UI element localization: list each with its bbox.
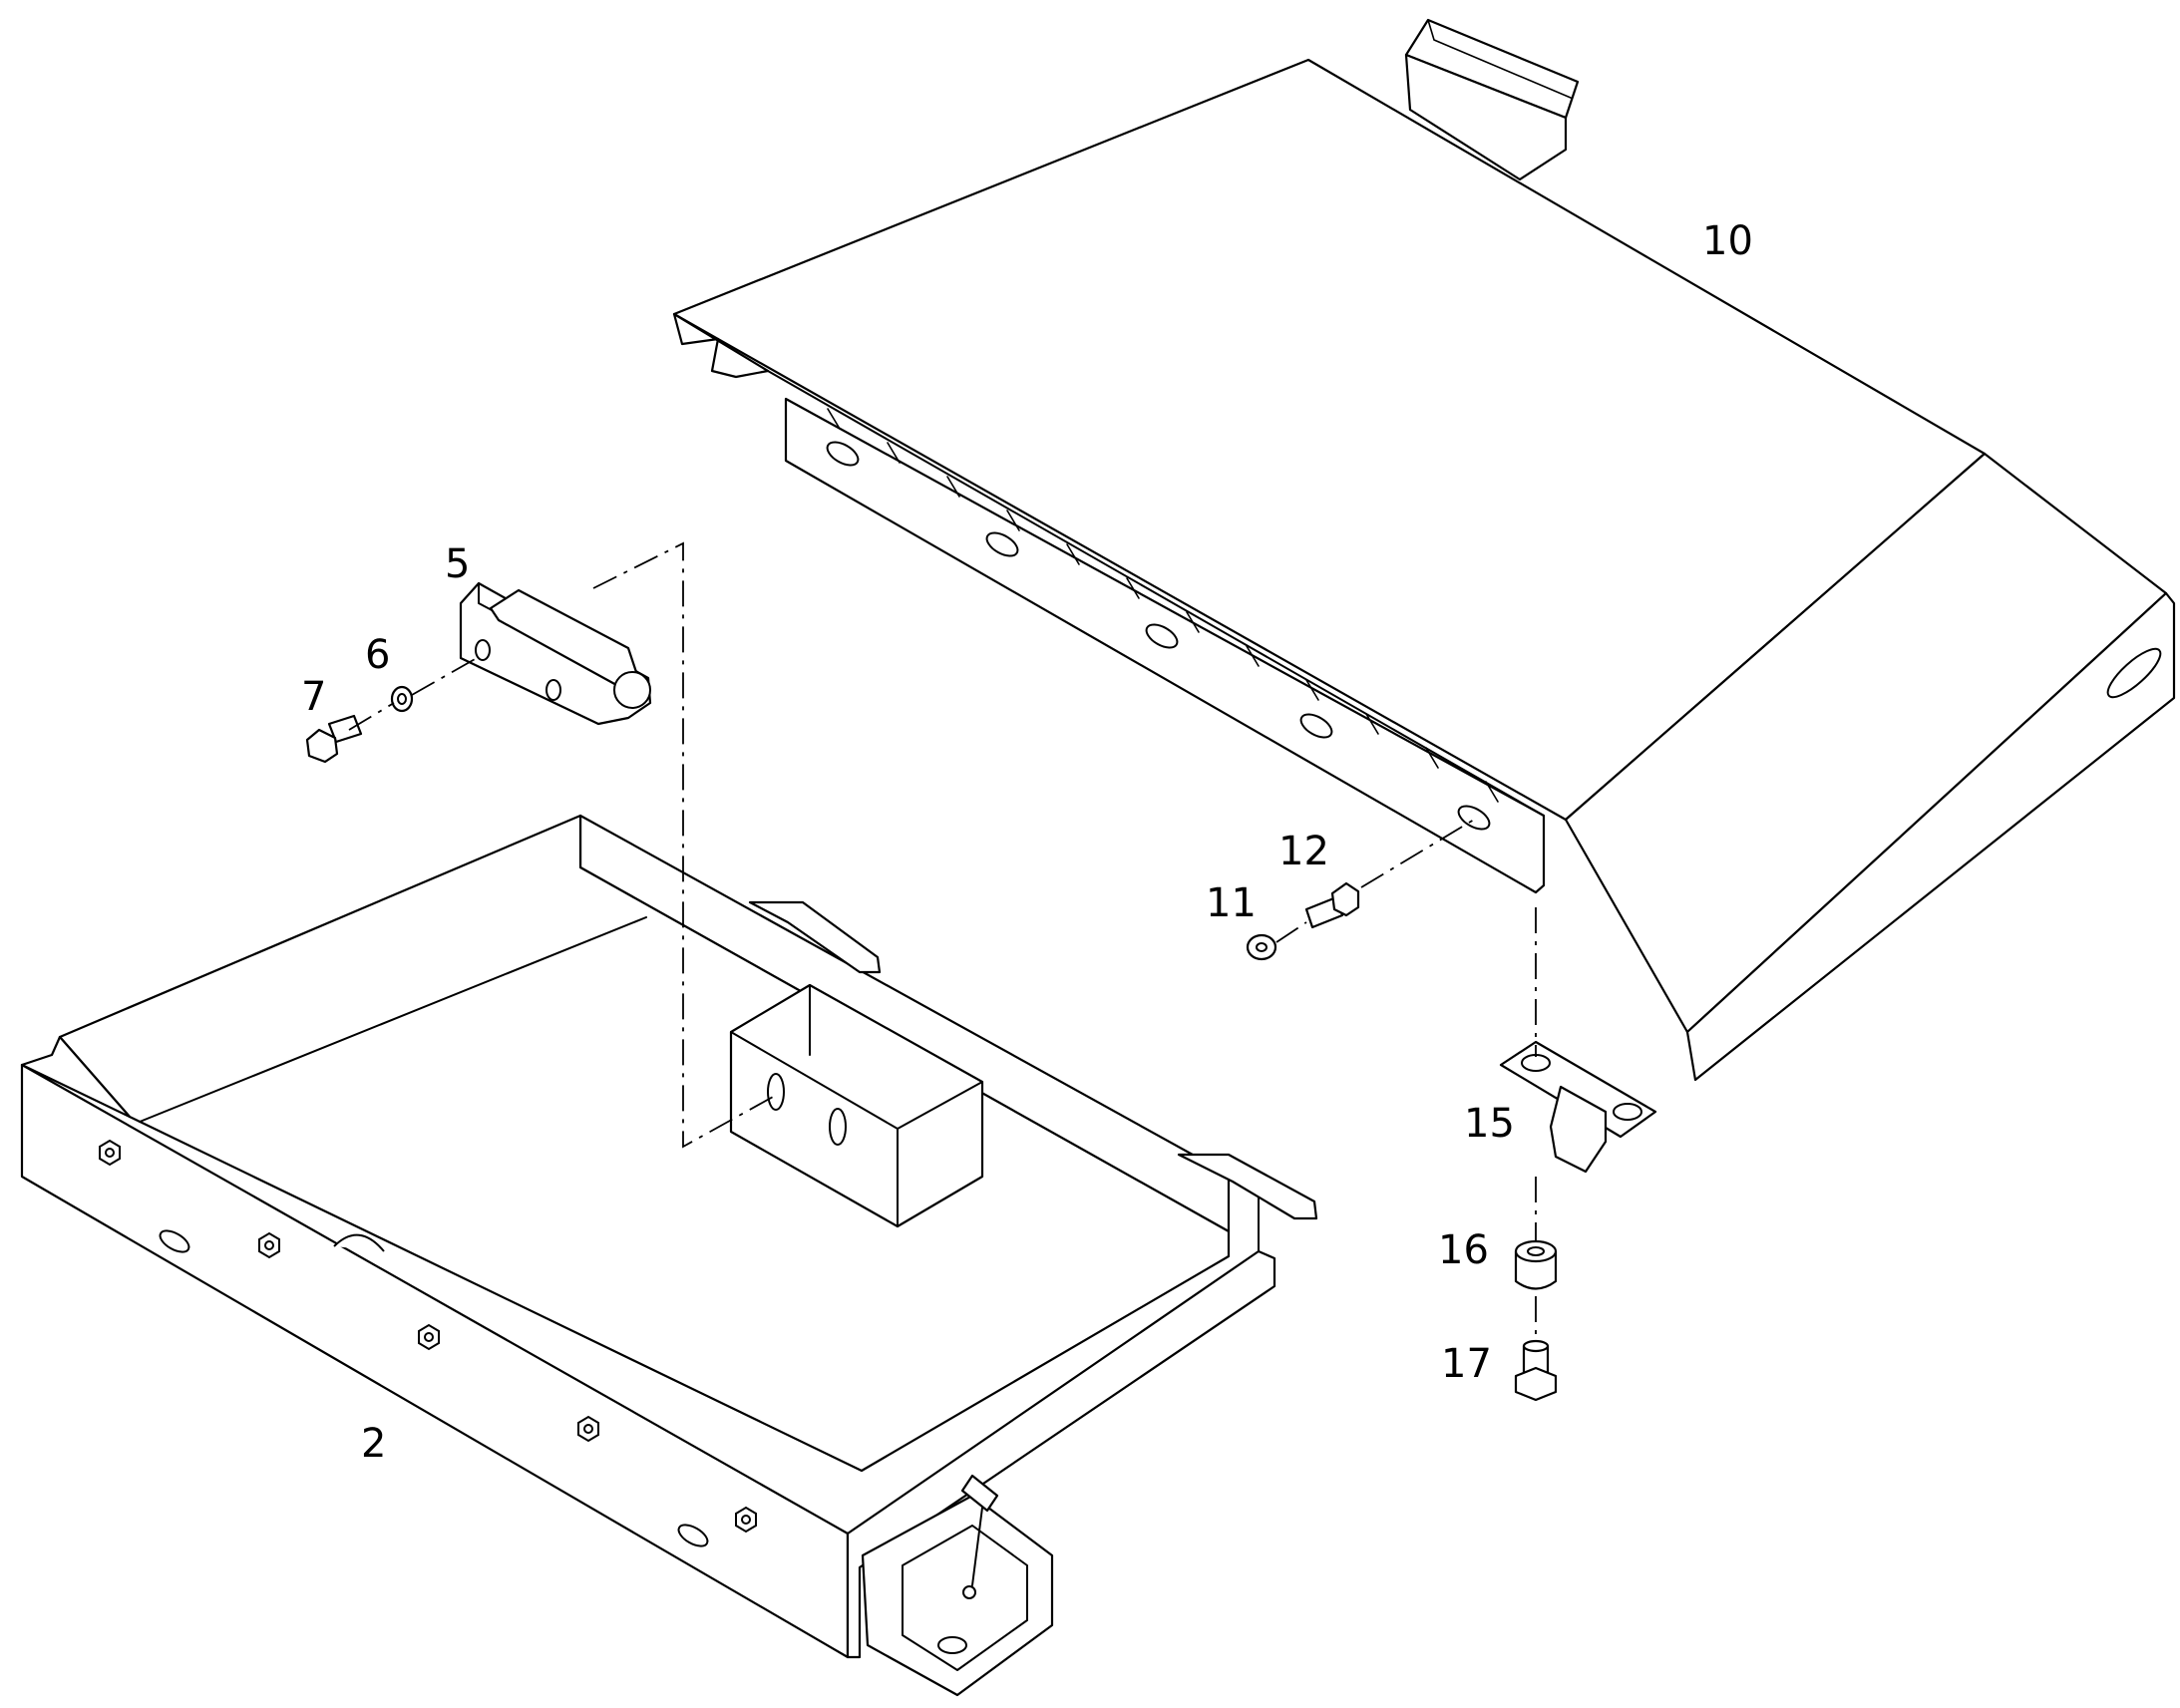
callout-6: 6 xyxy=(365,632,391,678)
callout-10: 10 xyxy=(1702,218,1753,264)
callout-15: 15 xyxy=(1464,1101,1515,1147)
washer-part-6 xyxy=(390,685,414,713)
callout-12: 12 xyxy=(1278,829,1329,874)
bolt-part-7 xyxy=(305,714,363,764)
callout-16: 16 xyxy=(1438,1227,1489,1273)
assembly-center-lines xyxy=(348,541,1537,1341)
callout-11: 11 xyxy=(1206,880,1257,926)
callout-2: 2 xyxy=(361,1421,387,1467)
tray-right-wall xyxy=(846,1249,1276,1659)
washer-part-11 xyxy=(1246,933,1277,961)
callout-5: 5 xyxy=(445,541,471,587)
callout-17: 17 xyxy=(1441,1341,1492,1387)
cover-side-flange xyxy=(1685,591,2176,1082)
clip-part-15 xyxy=(1499,1040,1657,1174)
bracket-part-5 xyxy=(459,581,652,726)
tray-part-2 xyxy=(20,814,1318,1697)
cover-part-10 xyxy=(672,18,2176,1082)
tray-floor xyxy=(58,814,1231,1473)
bolt-part-12 xyxy=(1304,881,1360,929)
spacer-part-16 xyxy=(1514,1239,1558,1290)
cover-handle-front xyxy=(1404,53,1568,181)
bolt-part-17 xyxy=(1514,1339,1558,1402)
callout-7: 7 xyxy=(301,674,327,720)
